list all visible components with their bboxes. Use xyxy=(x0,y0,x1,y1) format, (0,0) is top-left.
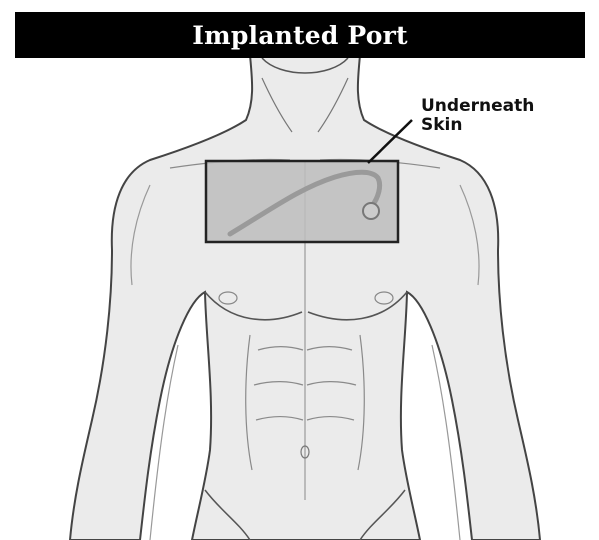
port-reservoir xyxy=(363,203,379,219)
callout-label-line1: Underneath xyxy=(421,97,534,116)
callout-label-line2: Skin xyxy=(421,116,462,135)
page-title: Implanted Port xyxy=(192,21,407,50)
title-bar: Implanted Port xyxy=(15,12,585,58)
